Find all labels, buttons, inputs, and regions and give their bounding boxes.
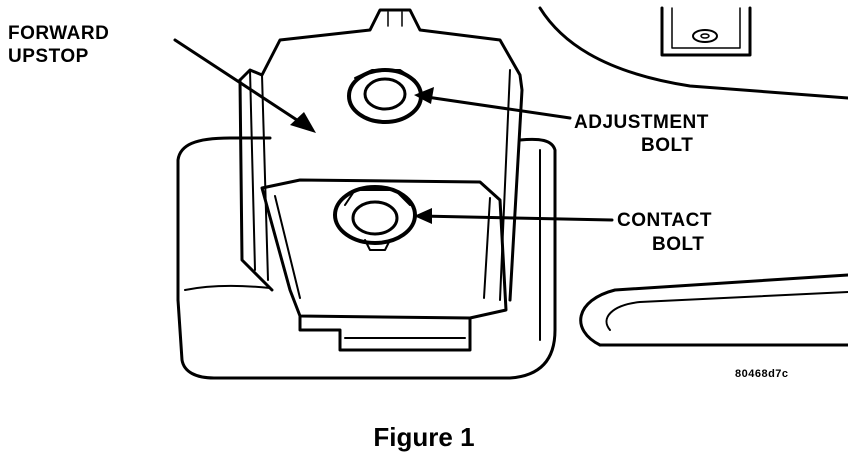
base-housing: [176, 137, 557, 380]
arrowhead-adjustment-bolt: [414, 87, 434, 104]
arrowhead-forward-upstop: [290, 112, 316, 133]
figure-caption: Figure 1: [373, 422, 475, 452]
body-panel-contour: [538, 6, 848, 100]
contact-bolt: [333, 185, 417, 251]
label-contact-bolt-1: CONTACT: [617, 210, 712, 231]
label-forward-upstop-1: FORWARD: [8, 23, 109, 44]
leader-lines: [173, 38, 614, 222]
label-adjustment-bolt-2: BOLT: [641, 135, 693, 156]
upper-bracket: [660, 6, 752, 57]
label-contact-bolt-2: BOLT: [652, 234, 704, 255]
oval-opening: [579, 273, 848, 347]
adjustment-bolt: [347, 68, 423, 124]
mounting-cup: [260, 178, 508, 352]
arrowhead-contact-bolt: [414, 208, 432, 224]
figure-code: 80468d7c: [735, 368, 789, 380]
label-adjustment-bolt-1: ADJUSTMENT: [574, 112, 709, 133]
label-forward-upstop-2: UPSTOP: [8, 46, 89, 67]
